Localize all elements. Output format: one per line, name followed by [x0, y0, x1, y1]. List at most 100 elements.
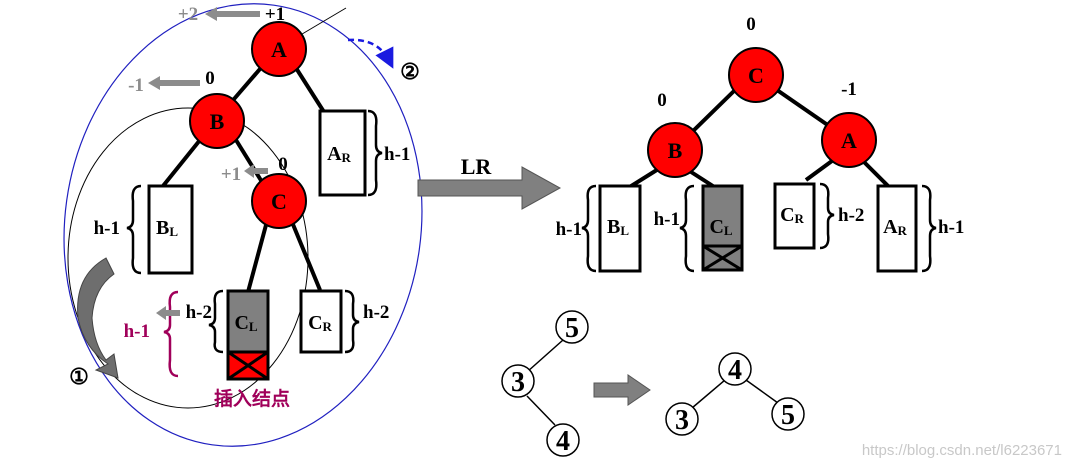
subtree-bl-height: h-1 — [556, 219, 582, 240]
brace-icon — [163, 290, 179, 378]
node-a-balance: -1 — [841, 79, 857, 100]
blue-subtree-ellipse — [63, 3, 423, 447]
example-node-label: 5 — [781, 400, 795, 431]
edge-a-ar — [860, 158, 892, 190]
subtree-bl-main: B — [607, 216, 620, 238]
subtree-cl-sub: L — [249, 319, 258, 334]
edge — [526, 339, 564, 373]
subtree-cr-main: C — [780, 204, 794, 226]
brace-icon — [819, 182, 835, 250]
node-c-balance: 0 — [746, 14, 756, 35]
brace-icon — [208, 289, 224, 354]
cross-icon — [702, 244, 743, 272]
subtree-bl: BL h-1 — [556, 184, 642, 273]
example-node-label: 4 — [556, 426, 570, 457]
subtree-cl-height: h-2 — [186, 302, 212, 323]
node-c-balance-old: 0 — [278, 154, 288, 175]
example-node-label: 5 — [565, 313, 579, 344]
edge-c-cr — [290, 221, 322, 291]
svg-text:AR: AR — [883, 216, 907, 238]
edge-c-b — [688, 88, 737, 136]
subtree-cl: CL h-2 — [186, 289, 270, 381]
step-one-marker: ① — [69, 364, 89, 389]
svg-text:BL: BL — [156, 217, 178, 239]
subtree-ar: AR h-1 — [318, 109, 410, 197]
edge — [526, 395, 556, 426]
brace-icon — [679, 184, 695, 273]
subtree-cr-height: h-2 — [838, 205, 864, 226]
brace-icon — [921, 184, 937, 273]
node-b-balance: 0 — [657, 90, 667, 111]
node-b-label: B — [210, 109, 225, 134]
step-two-marker: ② — [400, 59, 420, 84]
example-node — [501, 364, 535, 398]
node-c-label: C — [748, 63, 764, 88]
edge-c-a — [775, 88, 834, 130]
svg-text:CL: CL — [709, 216, 732, 238]
node-b — [647, 122, 703, 178]
subtree-ar-sub: R — [898, 223, 908, 238]
transform-arrow: LR — [417, 154, 562, 210]
edge — [745, 379, 779, 404]
node-c — [251, 173, 307, 229]
edge-c-cl — [246, 224, 268, 293]
brace-icon — [126, 184, 142, 275]
subtree-cl-sub: L — [724, 223, 733, 238]
node-b — [189, 93, 245, 149]
dashed-rotation-arrow-icon — [347, 38, 394, 69]
gray-arrow-icon — [205, 7, 260, 21]
subtree-ar-height: h-1 — [938, 217, 964, 238]
node-b-balance-new: -1 — [128, 75, 144, 96]
node-a-label: A — [841, 128, 857, 153]
node-a-label: A — [271, 37, 287, 62]
subtree-ar-main: A — [327, 143, 342, 165]
subtree-bl-sub: L — [620, 223, 629, 238]
example-node-label: 4 — [728, 355, 742, 386]
right-arrow-icon — [593, 374, 651, 406]
subtree-bl-sub: L — [169, 224, 178, 239]
subtree-bl: BL h-1 — [94, 184, 194, 275]
subtree-cl: CL h-1 — [654, 184, 744, 273]
edge — [691, 379, 726, 409]
example-node — [665, 402, 699, 436]
insert-node-caption: 插入结点 — [214, 387, 290, 410]
svg-text:CL: CL — [234, 312, 257, 334]
subtree-cr: CR h-2 — [299, 289, 389, 354]
svg-text:BL: BL — [607, 216, 629, 238]
subtree-cl-main: C — [709, 216, 723, 238]
example-node-label: 3 — [675, 405, 689, 436]
example-node — [771, 397, 805, 431]
edge-b-bl — [161, 138, 202, 188]
example-before-tree: 5 3 4 — [501, 310, 589, 457]
gray-arrow-icon — [244, 164, 268, 178]
cross-icon — [227, 350, 269, 381]
subtree-cr-sub: R — [323, 319, 333, 334]
node-c — [728, 47, 784, 103]
subtree-cr-main: C — [308, 312, 322, 334]
subtree-cl-height: h-1 — [654, 209, 680, 230]
example-node — [718, 352, 752, 386]
node-b-balance-old: 0 — [205, 68, 215, 89]
node-a-balance-old: +1 — [265, 4, 285, 25]
subtree-ar-sub: R — [342, 150, 352, 165]
transform-label: LR — [461, 154, 493, 179]
brace-icon — [344, 289, 360, 354]
left-tree: A B C +2 +1 -1 0 +1 0 AR h-1 BL h-1 — [63, 3, 423, 447]
gray-arrow-icon — [148, 76, 200, 90]
subtree-ar-main: A — [883, 216, 898, 238]
svg-text:CR: CR — [780, 204, 804, 226]
brace-icon — [367, 109, 383, 197]
edge-b-c — [234, 138, 264, 184]
node-a — [251, 21, 307, 77]
subtree-cl-main: C — [234, 312, 248, 334]
node-c-label: C — [271, 189, 287, 214]
example-after-tree: 4 3 5 — [665, 352, 805, 436]
subtree-cr: CR h-2 — [773, 182, 864, 250]
subtree-ar-height: h-1 — [384, 144, 410, 165]
example-node — [555, 310, 589, 344]
edge-a-b — [226, 60, 268, 108]
subtree-cr-height: h-2 — [363, 302, 389, 323]
node-c-balance-new: +1 — [221, 164, 241, 185]
gray-arrow-icon — [156, 306, 180, 320]
subtree-ar: AR h-1 — [876, 184, 964, 273]
